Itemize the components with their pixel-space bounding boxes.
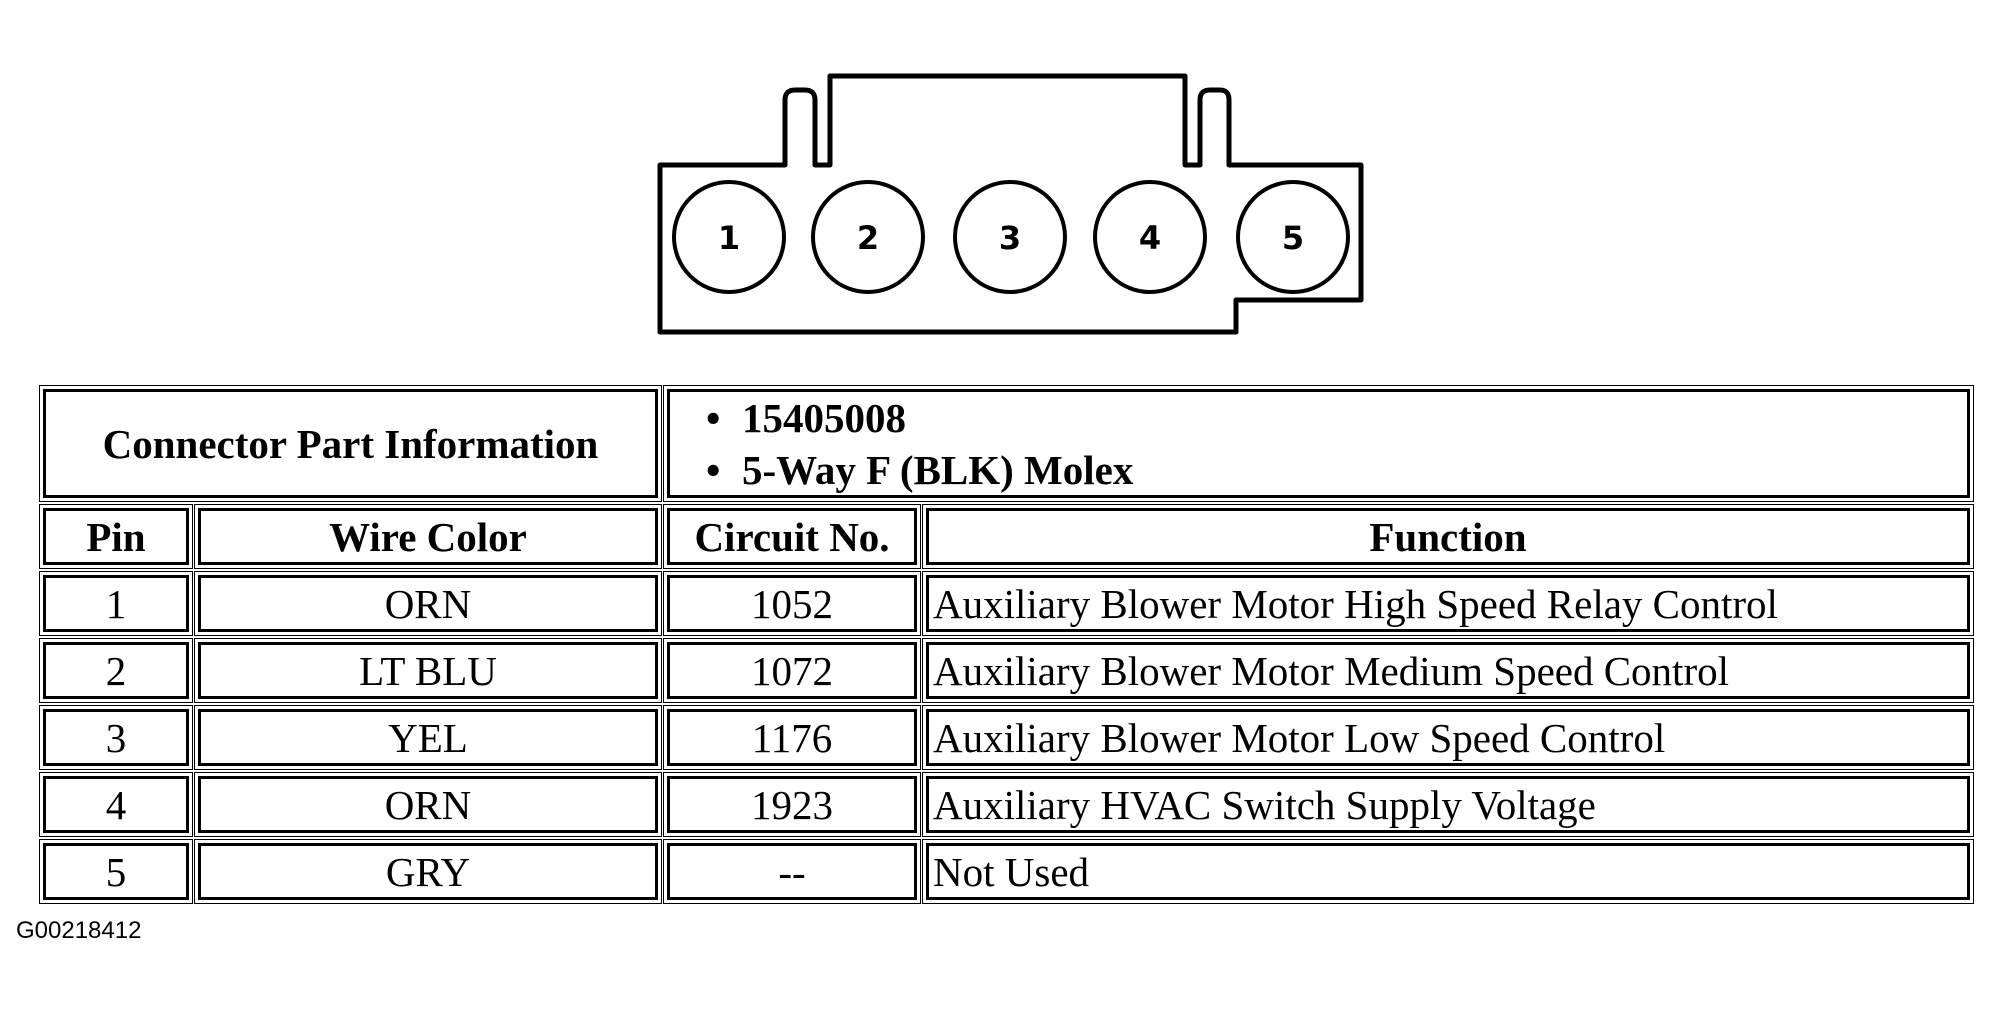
- cell-function: Auxiliary Blower Motor Medium Speed Cont…: [922, 638, 1974, 703]
- cell-wire-color: YEL: [194, 705, 662, 770]
- pin-4: 4: [1093, 180, 1207, 294]
- pin-circle: [672, 180, 786, 294]
- cell-circuit-no: 1923: [663, 772, 921, 837]
- pin-3: 3: [953, 180, 1067, 294]
- header-wire-color: Wire Color: [194, 504, 662, 569]
- cell-circuit-no: --: [663, 839, 921, 904]
- part-info-list: 15405008 5-Way F (BLK) Molex: [663, 385, 1974, 502]
- cell-pin: 5: [39, 839, 193, 904]
- cell-wire-color: ORN: [194, 571, 662, 636]
- connector-housing-outline: [657, 73, 1364, 335]
- part-info-label: Connector Part Information: [39, 385, 662, 502]
- pin-number: 2: [857, 219, 879, 257]
- figure-id: G00218412: [16, 917, 142, 944]
- cell-wire-color: ORN: [194, 772, 662, 837]
- pin-number: 4: [1139, 219, 1161, 257]
- cell-pin: 2: [39, 638, 193, 703]
- header-pin: Pin: [39, 504, 193, 569]
- cell-function: Auxiliary HVAC Switch Supply Voltage: [922, 772, 1974, 837]
- pin-1: 1: [672, 180, 786, 294]
- cell-circuit-no: 1052: [663, 571, 921, 636]
- part-number: 15405008: [742, 392, 906, 444]
- pin-5: 5: [1236, 180, 1350, 294]
- cell-function: Auxiliary Blower Motor Low Speed Control: [922, 705, 1974, 770]
- cell-pin: 4: [39, 772, 193, 837]
- cell-wire-color: GRY: [194, 839, 662, 904]
- pin-circle: [953, 180, 1067, 294]
- header-circuit-no: Circuit No.: [663, 504, 921, 569]
- cell-pin: 3: [39, 705, 193, 770]
- pin-number: 5: [1282, 219, 1304, 257]
- pin-number: 3: [999, 219, 1021, 257]
- part-description: 5-Way F (BLK) Molex: [742, 444, 1133, 495]
- cell-circuit-no: 1072: [663, 638, 921, 703]
- cell-function: Auxiliary Blower Motor High Speed Relay …: [922, 571, 1974, 636]
- pin-2: 2: [811, 180, 925, 294]
- cell-wire-color: LT BLU: [194, 638, 662, 703]
- pin-circle: [811, 180, 925, 294]
- header-function: Function: [922, 504, 1974, 569]
- pin-number: 1: [718, 219, 740, 257]
- connector-diagram: 1 2 3 4 5: [657, 73, 1364, 335]
- cell-function: Not Used: [922, 839, 1974, 904]
- pin-circle: [1093, 180, 1207, 294]
- pin-circle: [1236, 180, 1350, 294]
- cell-pin: 1: [39, 571, 193, 636]
- cell-circuit-no: 1176: [663, 705, 921, 770]
